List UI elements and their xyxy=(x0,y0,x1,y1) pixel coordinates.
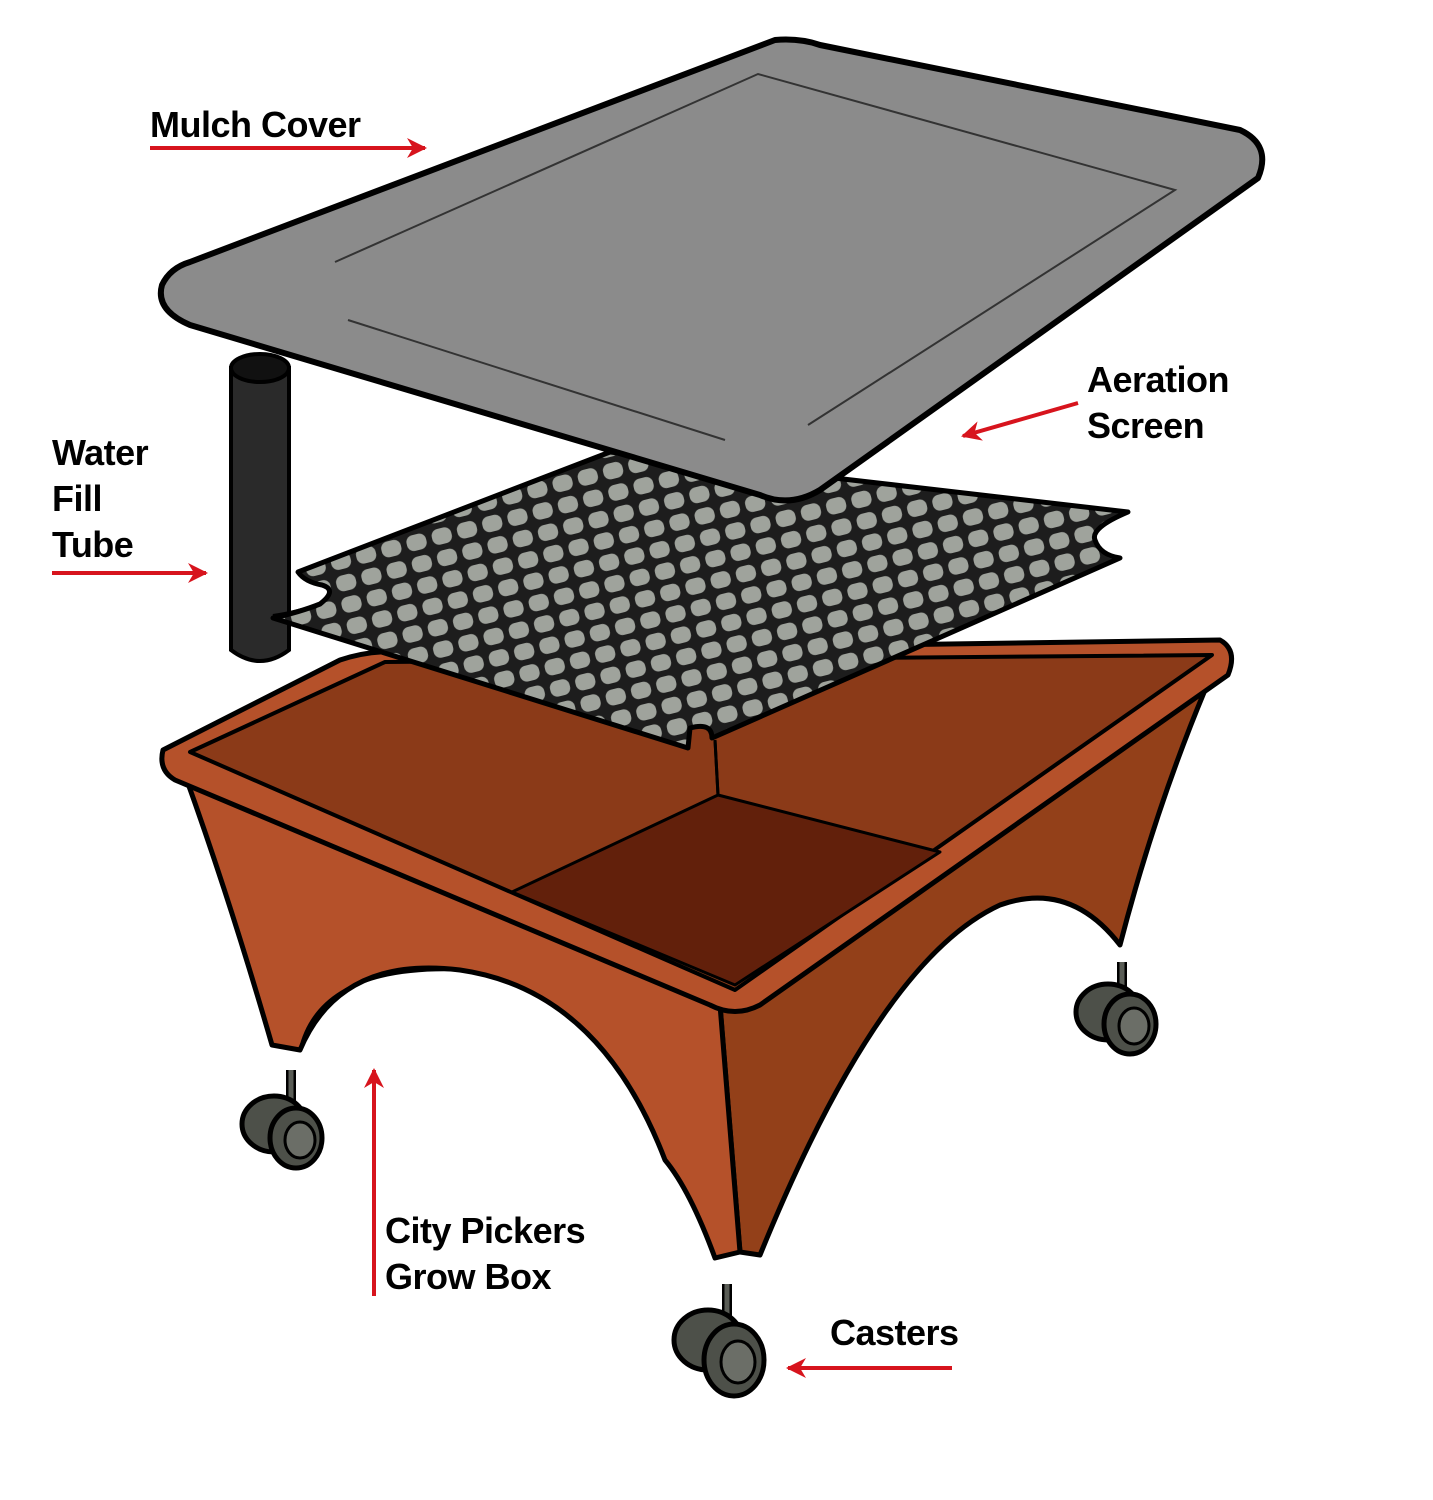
arrow-aeration-screen xyxy=(961,401,1079,441)
label-casters-text: Casters xyxy=(830,1312,959,1353)
caster-front-left xyxy=(239,1070,325,1171)
label-aeration-line-1: Aeration xyxy=(1087,359,1230,400)
label-grow-box-line-1: City Pickers xyxy=(385,1210,586,1251)
aeration-screen xyxy=(270,449,1131,751)
label-water-line-1: Water xyxy=(52,432,149,473)
water-fill-tube xyxy=(229,352,291,663)
mulch-cover xyxy=(157,36,1266,504)
label-grow-box-line-2: Grow Box xyxy=(385,1256,552,1297)
label-aeration-screen: Aeration Screen xyxy=(1087,357,1230,449)
grow-box xyxy=(159,637,1235,1261)
label-casters: Casters xyxy=(830,1310,959,1356)
caster-back-right xyxy=(1073,962,1159,1057)
arrows xyxy=(52,138,1079,1378)
label-water-fill-tube: Water Fill Tube xyxy=(52,430,149,568)
label-mulch-cover: Mulch Cover xyxy=(150,102,361,148)
label-water-line-2: Fill xyxy=(52,478,103,519)
label-grow-box: City Pickers Grow Box xyxy=(385,1208,586,1300)
caster-front-center xyxy=(671,1284,767,1399)
label-aeration-line-2: Screen xyxy=(1087,405,1205,446)
label-water-line-3: Tube xyxy=(52,524,134,565)
label-mulch-cover-text: Mulch Cover xyxy=(150,104,361,145)
